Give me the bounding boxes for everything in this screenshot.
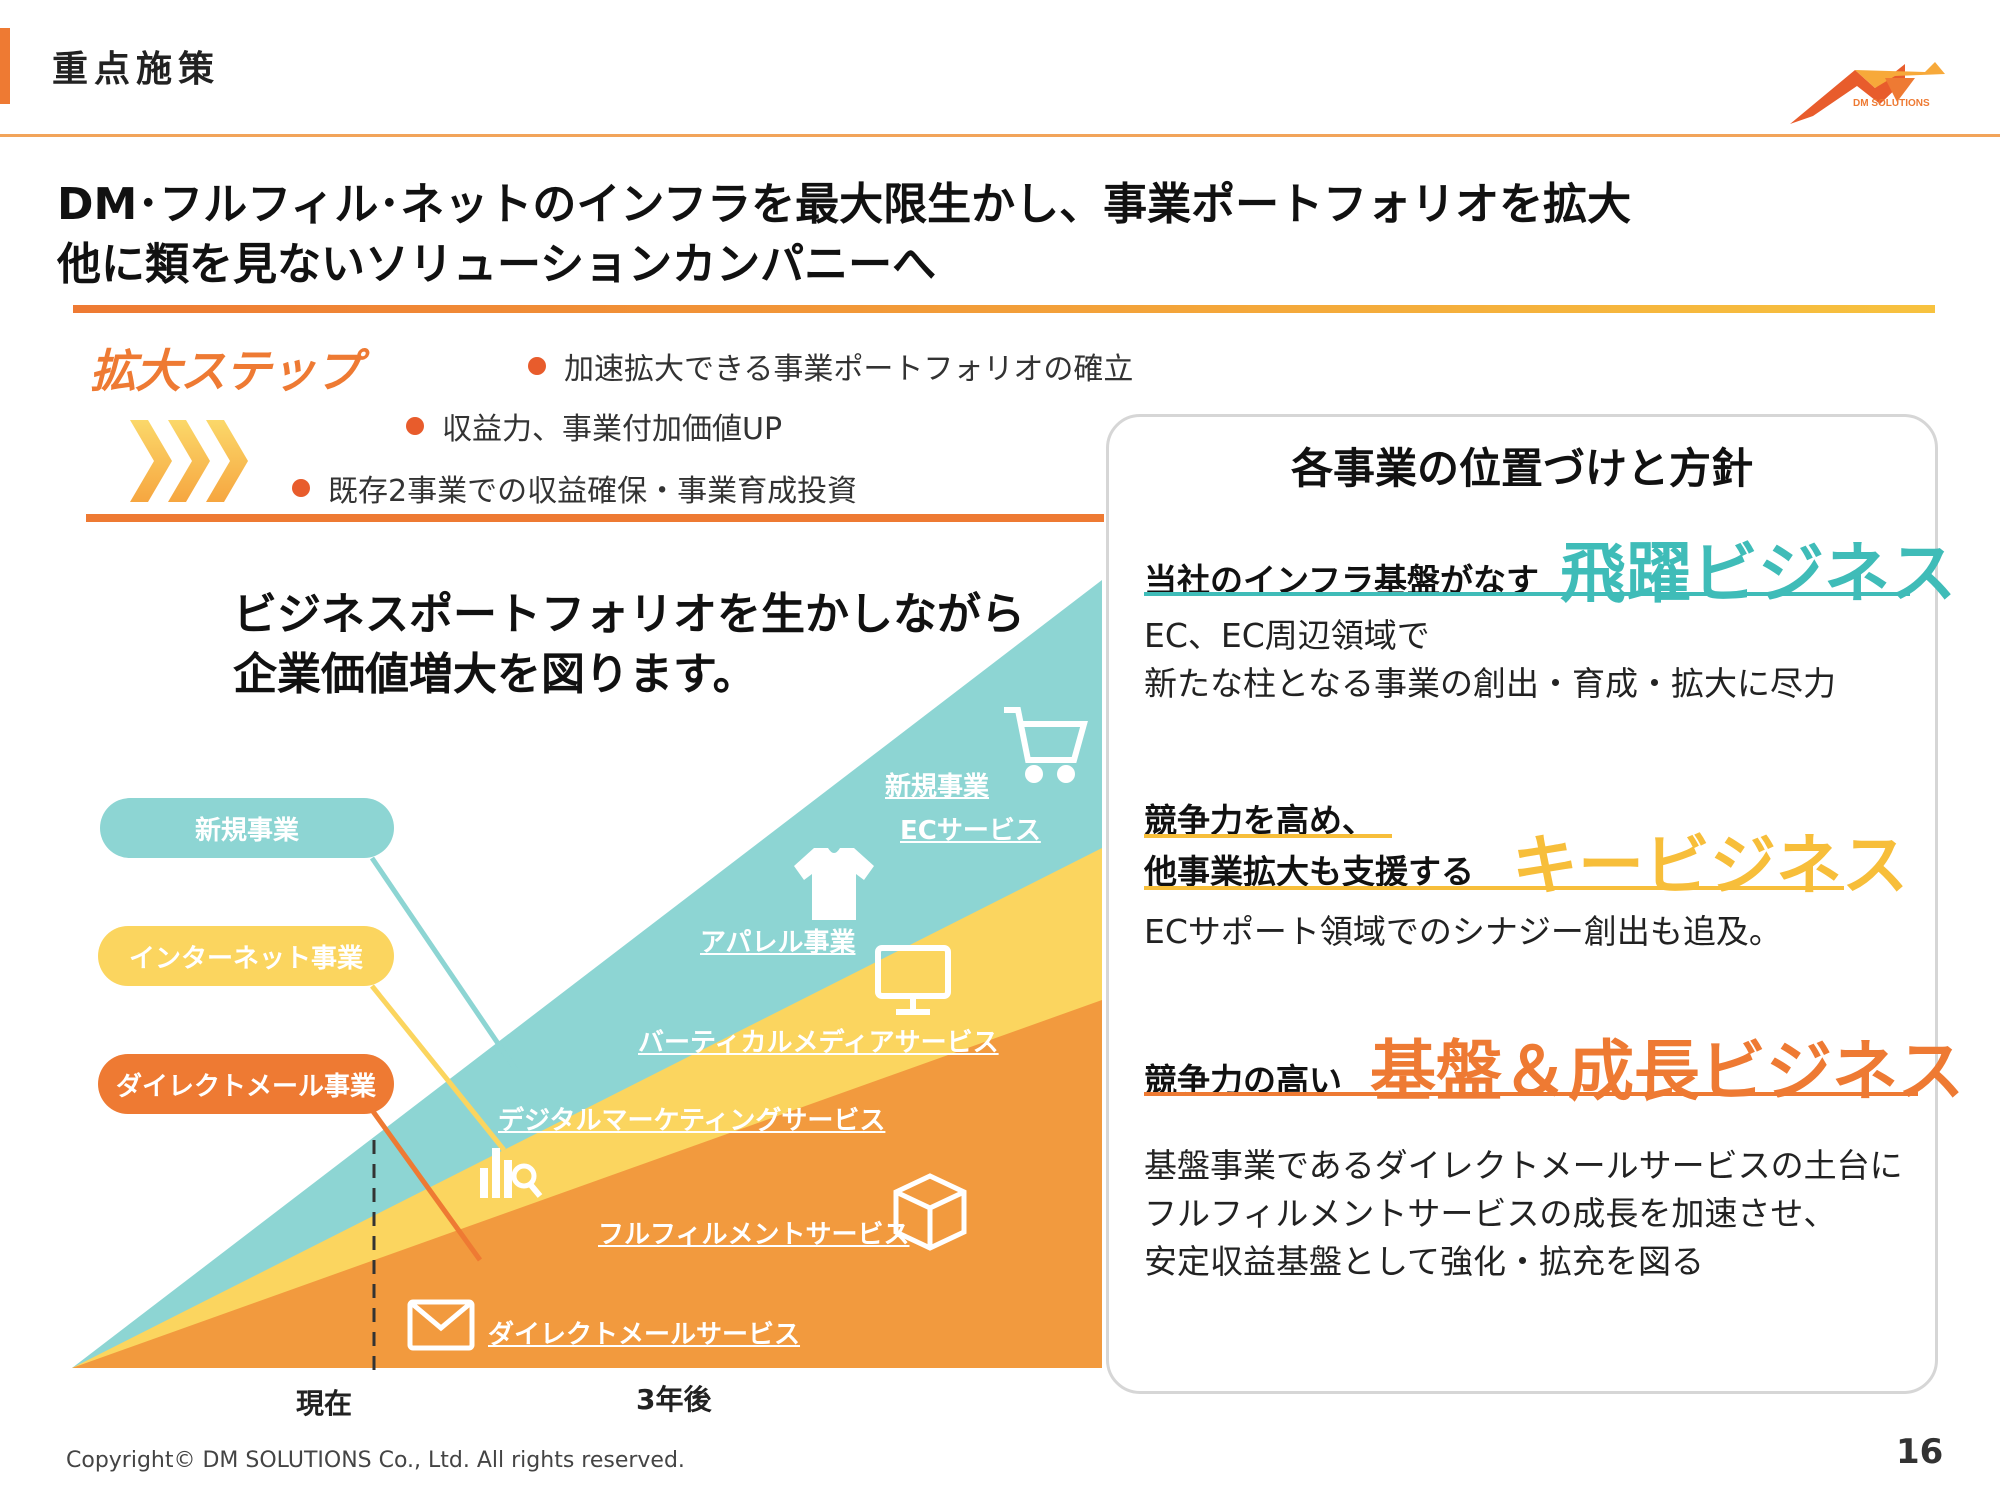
section-1-body: EC、EC周辺領域で 新たな柱となる事業の創出・育成・拡大に尽力 (1144, 616, 1837, 703)
service-label-direct-mail: ダイレクトメールサービス (488, 1320, 801, 1350)
axis-label-now: 現在 (296, 1387, 353, 1420)
page-section-title: 重点施策 (52, 49, 221, 90)
section-3-heading: 基盤＆成長ビジネス (1370, 1033, 1964, 1110)
section-1-heading: 飛躍ビジネス (1560, 535, 1956, 612)
section-2-lead: 他事業拡大も支援する (1144, 852, 1474, 891)
legend-leader-new (369, 856, 519, 1072)
service-label-apparel: アパレル事業 (700, 928, 856, 958)
section-1-underline (1144, 592, 1910, 596)
headline-divider (73, 305, 1935, 313)
legend-pill-direct-mail: ダイレクトメール事業 (98, 1054, 394, 1114)
direct-mail-area (72, 1000, 1102, 1368)
cart-icon (1004, 707, 1088, 783)
axis-label-3-years: 3年後 (636, 1383, 712, 1416)
section-2-underline-2 (1144, 886, 1844, 890)
expansion-steps-title: 拡大ステップ (90, 344, 361, 398)
page-number: 16 (1896, 1432, 1944, 1472)
steps-divider (86, 514, 1104, 522)
step-item-1: 加速拡大できる事業ポートフォリオの確立 (528, 344, 1133, 388)
chart-heading-line-1: ビジネスポートフォリオを生かしながら (233, 589, 1025, 640)
panel-title: 各事業の位置づけと方針 (1290, 444, 1753, 493)
analytics-icon (480, 1148, 543, 1198)
logo-text: DM SOLUTIONS (1853, 98, 1930, 109)
chart-heading-line-2: 企業価値増大を図ります。 (233, 649, 757, 700)
legend-leader-internet (370, 984, 506, 1152)
envelope-icon (407, 1299, 475, 1351)
section-2-body: ECサポート領域でのシナジー創出も追及。 (1144, 912, 1782, 951)
bullet-dot (292, 479, 310, 497)
headline-line-1: DM･フルフィル･ネットのインフラを最大限生かし、事業ポートフォリオを拡大 (57, 179, 1632, 230)
chart-heading: ビジネスポートフォリオを生かしながら 企業価値増大を図ります。 (233, 585, 1025, 705)
step-item-2: 収益力、事業付加価値UP (406, 404, 782, 448)
main-headline: DM･フルフィル･ネットのインフラを最大限生かし、事業ポートフォリオを拡大 他に… (57, 175, 1631, 295)
copyright-notice: Copyright© DM SOLUTIONS Co., Ltd. All ri… (66, 1448, 685, 1473)
section-2-lead-line-1: 競争力を高め、 (1144, 801, 1375, 840)
bullet-dot (406, 417, 424, 435)
growth-area-chart (72, 580, 1102, 1370)
company-logo: DM SOLUTIONS (1790, 62, 1945, 124)
legend-leader-dm (369, 1108, 483, 1262)
bullet-dot (528, 357, 546, 375)
step-item-3: 既存2事業での収益確保・事業育成投資 (292, 466, 857, 510)
service-label-ec: ECサービス (900, 816, 1041, 846)
legend-pill-internet: インターネット事業 (98, 926, 394, 986)
monitor-icon (875, 945, 951, 1015)
business-policy-panel (1106, 414, 1938, 1394)
header-divider (0, 134, 2000, 137)
service-label-digital-marketing: デジタルマーケティングサービス (498, 1106, 886, 1136)
package-box-icon (893, 1173, 967, 1251)
service-label-vertical-media: バーティカルメディアサービス (638, 1028, 999, 1058)
section-2-underline-1 (1144, 834, 1392, 838)
section-3-body: 基盤事業であるダイレクトメールサービスの土台に フルフィルメントサービスの成長を… (1144, 1146, 1903, 1281)
section-3-underline (1144, 1092, 1918, 1096)
legend-pill-new-business: 新規事業 (100, 798, 394, 858)
headline-line-2: 他に類を見ないソリューションカンパニーへ (57, 239, 937, 290)
service-label-new-business: 新規事業 (885, 772, 990, 802)
header-accent-bar (0, 28, 10, 104)
tshirt-icon (794, 848, 874, 920)
service-label-fulfillment: フルフィルメントサービス (598, 1220, 910, 1250)
section-2-heading: キービジネス (1512, 827, 1908, 904)
chevron-arrows-icon (130, 420, 248, 502)
